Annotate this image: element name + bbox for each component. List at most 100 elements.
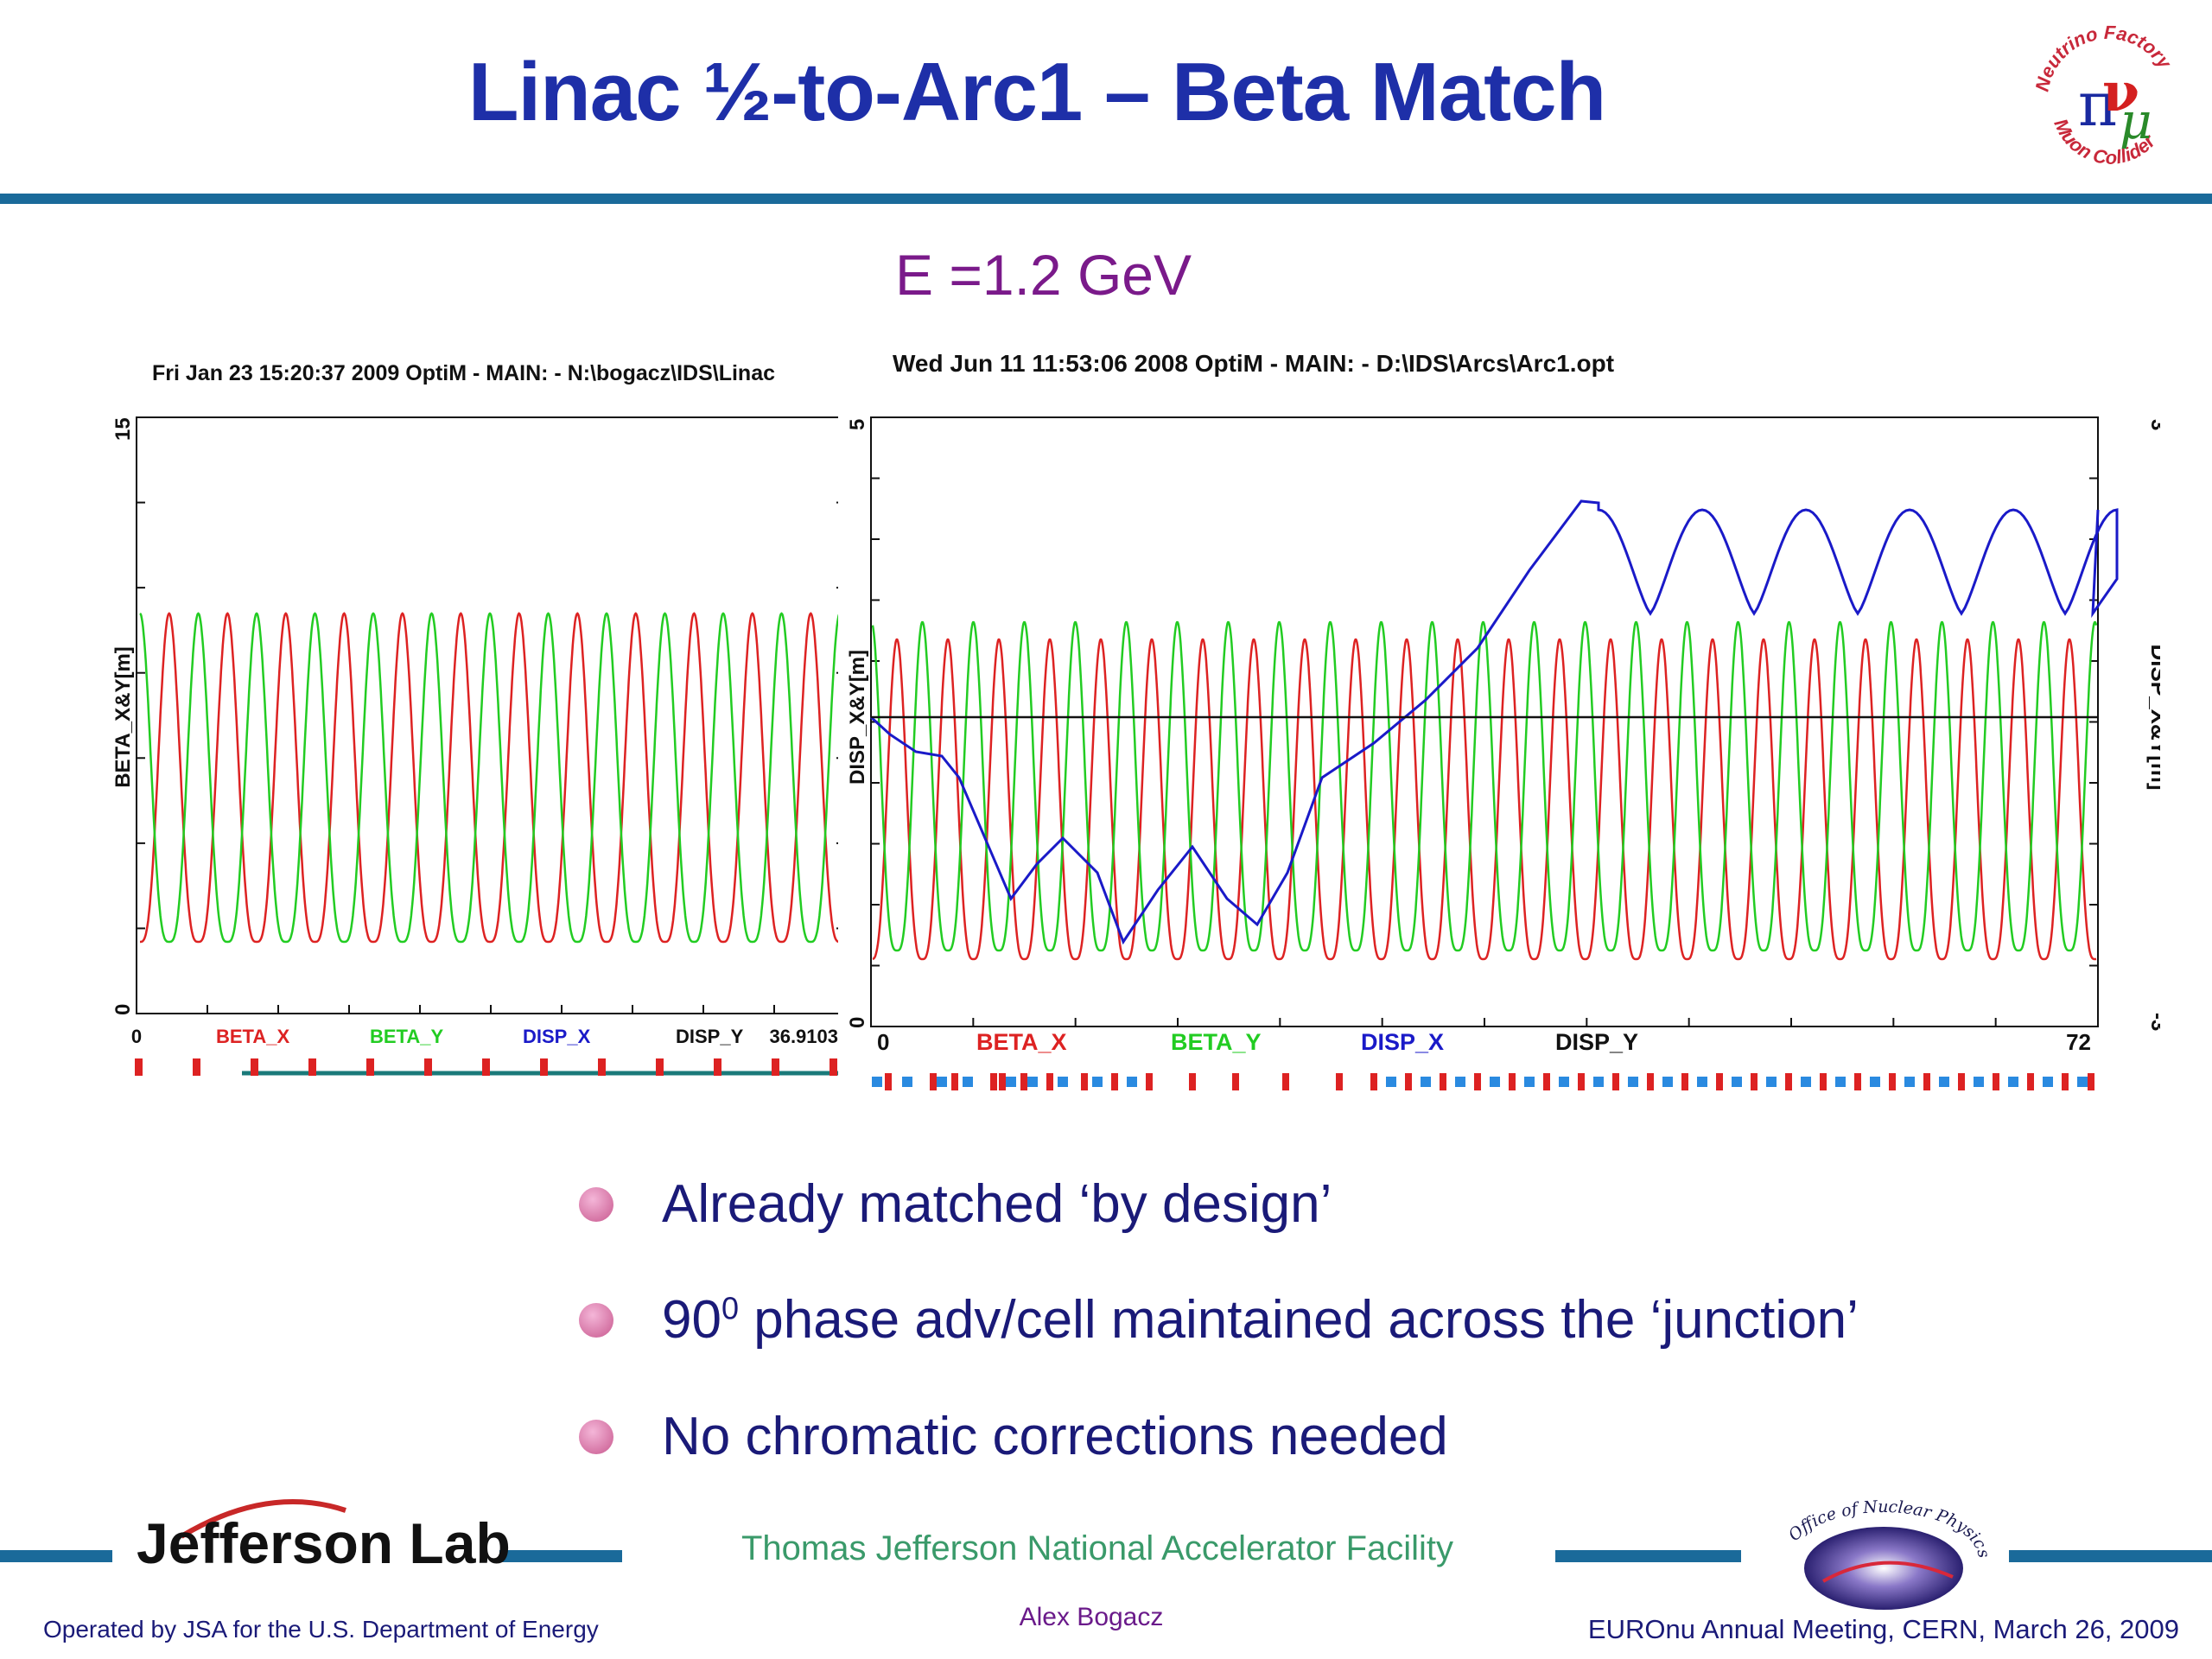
right-lattice-quad [902,1077,912,1087]
right-y-right-max-label: 3 [2146,419,2160,430]
right-lattice-quad [937,1077,947,1087]
right-lattice-magnet [2027,1073,2034,1090]
right-lattice-magnet [1474,1073,1481,1090]
right-lattice-magnet [1046,1073,1053,1090]
right-lattice-magnet [1993,1073,1999,1090]
right-lattice-quad [1628,1077,1638,1087]
left-legend-beta-y: BETA_Y [370,1026,443,1047]
right-lattice-quad [1455,1077,1465,1087]
left-lattice-magnet [482,1058,490,1076]
footer-operated-by: Operated by JSA for the U.S. Department … [43,1616,599,1643]
neutrino-factory-logo: Neutrino Factory Muon Collider π ν μ [2031,22,2177,168]
right-plot-header: Wed Jun 11 11:53:06 2008 OptiM - MAIN: -… [893,350,1615,377]
title-divider [0,194,2212,204]
right-lattice-quad [1490,1077,1500,1087]
footer-bar-right-2 [2009,1550,2212,1562]
right-lattice-magnet [1889,1073,1896,1090]
nu-glyph-icon: ν [2102,60,2139,124]
left-beta-y-curve [139,612,841,944]
right-lattice-magnet [1405,1073,1412,1090]
right-lattice-strip [872,1073,2094,1090]
right-lattice-magnet [990,1073,997,1090]
footer-meeting: EUROnu Annual Meeting, CERN, March 26, 2… [1587,1614,2179,1644]
nuclear-physics-logo: Office of Nuclear Physics [1785,1497,1993,1610]
slide-title: Linac ½-to-Arc1 – Beta Match [467,46,1606,138]
right-y-left-min-label: 0 [846,1017,869,1028]
bullet-text-3: No chromatic corrections needed [662,1407,1448,1466]
left-lattice-magnet [135,1058,143,1076]
bullet-2-rest: phase adv/cell maintained across the ‘ju… [739,1290,1859,1350]
right-lattice-quad [1801,1077,1811,1087]
right-lattice-magnet [1612,1073,1619,1090]
right-lattice-quad [2008,1077,2018,1087]
left-beta-plot: 15 0 BETA_X&Y[m] 0 36.9103 BETA_X BETA_Y… [104,406,873,1097]
right-lattice-quad [1697,1077,1707,1087]
right-lattice-magnet [1282,1073,1289,1090]
right-y-right-min-label: -3 [2146,1013,2160,1031]
left-lattice-magnet [830,1058,837,1076]
right-lattice-quad [1386,1077,1396,1087]
right-lattice-quad [1939,1077,1949,1087]
right-legend-beta-y: BETA_Y [1171,1029,1262,1055]
right-legend-beta-x: BETA_X [976,1029,1067,1055]
right-lattice-quad [963,1077,973,1087]
left-plot-header: Fri Jan 23 15:20:37 2009 OptiM - MAIN: -… [152,361,776,385]
left-legend-beta-x: BETA_X [216,1026,289,1047]
right-lattice-magnet [1647,1073,1654,1090]
left-lattice-magnet [251,1058,258,1076]
right-beta-x-curve [872,638,2097,961]
jlab-swoosh-icon [180,1499,346,1539]
bullet-text-1: Already matched ‘by design’ [662,1174,1332,1234]
right-lattice-magnet [1336,1073,1343,1090]
right-lattice-quad [1092,1077,1103,1087]
right-plot-ticks [870,416,2099,1027]
right-disp-x-curve [869,499,2119,945]
left-beta-x-curve [140,612,840,944]
left-y-max-label: 15 [111,417,135,441]
footer-facility: Thomas Jefferson National Accelerator Fa… [741,1529,1454,1567]
right-y-axis-label-right: DISP_X&Y[m] [2146,644,2160,790]
right-y-axis-label-left: DISP_X&Y[m] [846,650,869,785]
bullet-item-2: 900 phase adv/cell maintained across the… [579,1289,1859,1351]
right-lattice-magnet [1440,1073,1446,1090]
left-plot-frame [136,416,846,1014]
right-lattice-magnet [930,1073,937,1090]
right-lattice-quad [872,1077,882,1087]
right-x-start-label: 0 [877,1029,889,1055]
right-lattice-magnet [1081,1073,1088,1090]
bullet-dot-icon [579,1302,613,1338]
footer-bar-right [1555,1550,1741,1562]
right-lattice-magnet [1578,1073,1585,1090]
left-plot-ticks [136,416,846,1014]
energy-label: E =1.2 GeV [894,243,1192,307]
right-lattice-quad [1974,1077,1984,1087]
right-lattice-magnet [2088,1073,2094,1090]
footer-bar-left-2 [499,1550,622,1562]
right-lattice-magnet [1681,1073,1688,1090]
left-lattice-magnet [540,1058,548,1076]
right-beta-y-curve [871,620,2098,952]
bullet-item-3: No chromatic corrections needed [579,1406,1448,1467]
right-lattice-magnet [1111,1073,1118,1090]
right-plot-frame [870,416,2099,1027]
right-lattice-quad [1127,1077,1137,1087]
pi-glyph-icon: π [2078,69,2118,140]
bullet-2-superscript: 0 [721,1290,739,1326]
right-lattice-quad [1662,1077,1673,1087]
right-legend-disp-x: DISP_X [1361,1029,1444,1055]
right-lattice-magnet [1785,1073,1792,1090]
right-lattice-quad [1027,1077,1038,1087]
left-lattice-magnet [656,1058,664,1076]
right-lattice-quad [1835,1077,1846,1087]
right-lattice-magnet [1189,1073,1196,1090]
left-lattice-magnet [193,1058,200,1076]
mu-glyph-icon: μ [2120,92,2152,150]
right-lattice-magnet [1958,1073,1965,1090]
right-lattice-quad [2077,1077,2088,1087]
right-beta-plot: 5 0 DISP_X&Y[m] DISP_X&Y[m] 3 -3 0 72 BE… [838,406,2160,1106]
left-x-end-label: 36.9103 [769,1026,838,1047]
right-lattice-quad [1593,1077,1604,1087]
left-lattice-magnet [714,1058,721,1076]
right-y-left-max-label: 5 [846,419,869,430]
right-lattice-quad [1870,1077,1880,1087]
